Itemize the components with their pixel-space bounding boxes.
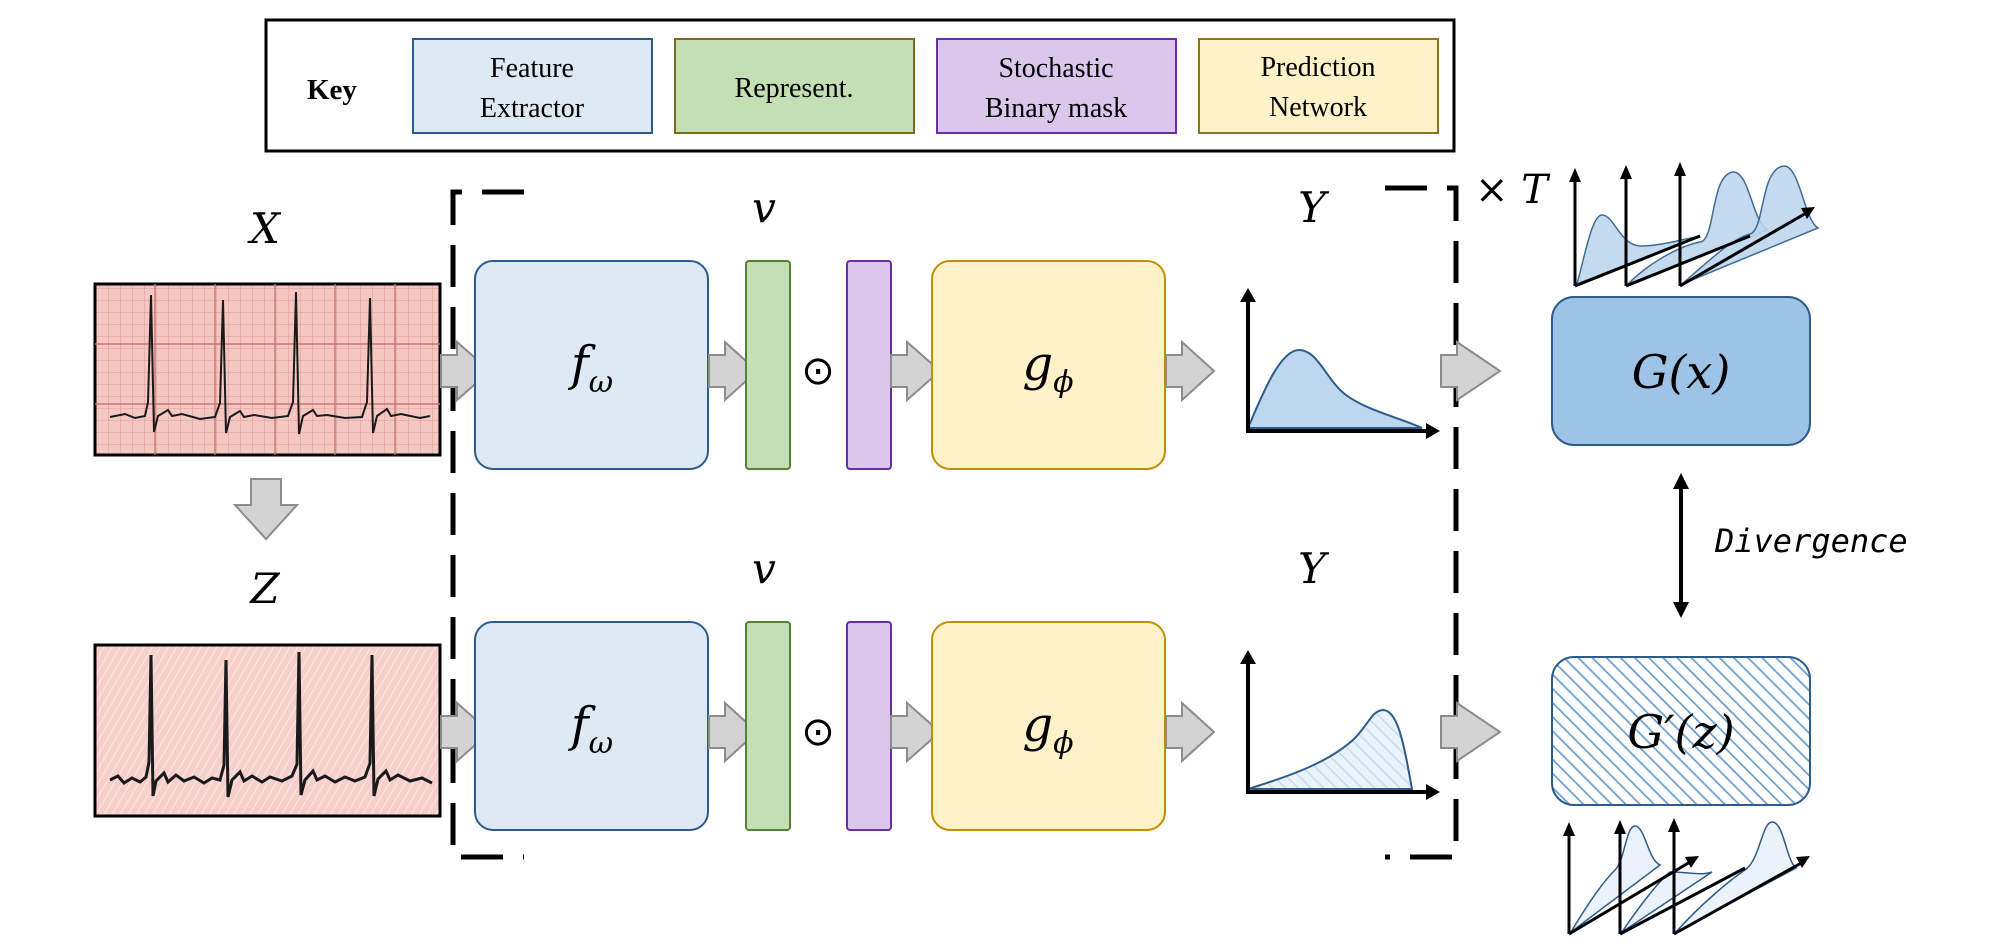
rep-label-1: v [752, 183, 776, 232]
prediction-network-2-label: gϕ [1022, 697, 1073, 761]
legend-text-represent: Represent. [735, 73, 854, 104]
legend-text-stochastic-mask-2: Binary mask [985, 93, 1127, 124]
stochastic-mask-2 [846, 621, 892, 831]
repeat-bracket-right [1385, 185, 1459, 860]
arrow-output-to-result-2 [1440, 701, 1502, 763]
rep-label-2: v [752, 544, 776, 593]
output-distribution-2-curve [1247, 708, 1414, 790]
prediction-network-1-label: gϕ [1022, 336, 1073, 400]
repeat-bracket-left [450, 189, 524, 860]
hadamard-op-1: ⊙ [801, 348, 835, 394]
legend-swatch-represent [674, 38, 915, 134]
legend-swatch-stochastic-mask [936, 38, 1177, 134]
divergence-label: Divergence [1714, 522, 1908, 560]
legend-swatch-feature-extractor [412, 38, 653, 134]
hadamard-op-2: ⊙ [801, 709, 835, 755]
ecg-trace-clean [109, 291, 431, 435]
pipeline-row-clean: fω v ⊙ gϕ Y G(x) [440, 183, 1811, 470]
stacked-distributions-top [1569, 162, 1820, 288]
output-distribution-1-curve [1246, 348, 1423, 429]
result-box-2-label: G′(z) [1627, 705, 1734, 759]
repeat-frame: × T [450, 167, 1551, 860]
arrow-extractor-to-rep-2 [708, 700, 759, 764]
input-label-x: X [247, 204, 282, 253]
representation-2 [745, 621, 791, 831]
representation-1 [745, 260, 791, 470]
legend-item-feature-extractor: Feature Extractor [412, 38, 653, 134]
arrow-predictor-to-output-2 [1165, 700, 1216, 764]
legend-text-prediction-network-2: Network [1269, 92, 1367, 123]
legend-swatch-prediction-network [1198, 38, 1439, 134]
legend: Key Feature Extractor Represent. Stochas… [264, 18, 1456, 153]
arrow-mask-to-predictor-1 [890, 339, 942, 403]
arrow-extractor-to-rep-1 [708, 339, 759, 403]
output-distribution-1 [1240, 288, 1440, 439]
output-label-2: Y [1298, 544, 1330, 593]
arrow-mask-to-predictor-2 [890, 700, 942, 764]
legend-key-label: Key [307, 74, 357, 106]
ecg-input-noisy [93, 643, 442, 818]
legend-item-represent: Represent. [674, 38, 915, 134]
legend-text-prediction-network-1: Prediction [1260, 52, 1375, 83]
arrow-predictor-to-output-1 [1165, 339, 1216, 403]
output-label-1: Y [1298, 183, 1330, 232]
output-distribution-2 [1240, 650, 1440, 800]
stacked-distributions-bottom [1563, 818, 1810, 936]
divergence-connector: Divergence [1673, 473, 1908, 618]
repeat-label: × T [1475, 167, 1551, 213]
arrow-input-to-extractor-2 [440, 700, 492, 764]
pipeline-row-noisy: fω v ⊙ gϕ Y G′(z) [440, 544, 1811, 831]
input-label-z: Z [248, 564, 280, 613]
result-box-2 [1551, 656, 1811, 806]
legend-text-stochastic-mask-1: Stochastic [998, 53, 1113, 84]
stochastic-mask-1 [846, 260, 892, 470]
legend-text-feature-extractor-2: Extractor [480, 93, 585, 124]
legend-text-feature-extractor-1: Feature [490, 53, 574, 84]
ecg-input-clean [93, 282, 442, 457]
ecg-trace-noisy [109, 651, 433, 798]
result-box-1-label: G(x) [1632, 345, 1731, 399]
arrow-output-to-result-1 [1440, 340, 1502, 402]
down-arrow-augment [232, 478, 300, 541]
legend-item-stochastic-mask: Stochastic Binary mask [936, 38, 1177, 134]
result-box-1 [1551, 296, 1811, 446]
arrow-input-to-extractor-1 [440, 339, 492, 403]
legend-item-prediction-network: Prediction Network [1198, 38, 1439, 134]
